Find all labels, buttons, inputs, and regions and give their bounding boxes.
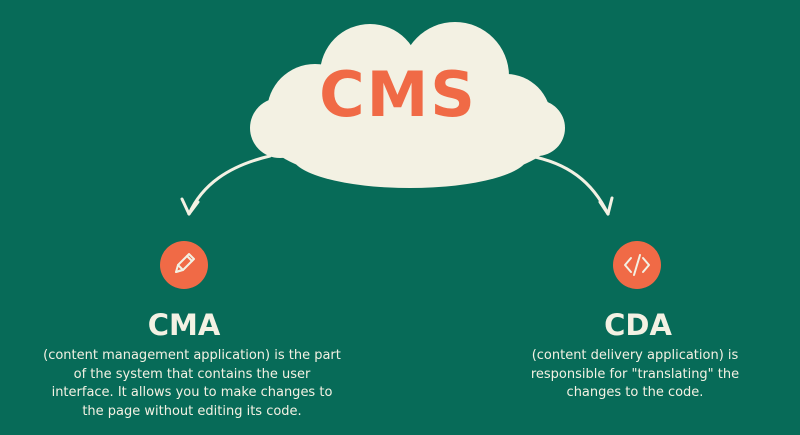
pencil-icon [160, 241, 208, 289]
code-icon [613, 241, 661, 289]
cloud-shape [250, 22, 565, 188]
cma-title: CMA [147, 308, 221, 342]
cda-description: (content delivery application) is respon… [530, 348, 740, 400]
code-icon-graphic [624, 254, 650, 276]
cda-title: CDA [604, 308, 672, 342]
pencil-icon-graphic [175, 253, 195, 273]
cloud-title: CMS [319, 58, 477, 131]
cma-description: (content management application) is the … [43, 348, 341, 419]
left-arrow [180, 154, 272, 216]
right-arrow [528, 154, 614, 216]
